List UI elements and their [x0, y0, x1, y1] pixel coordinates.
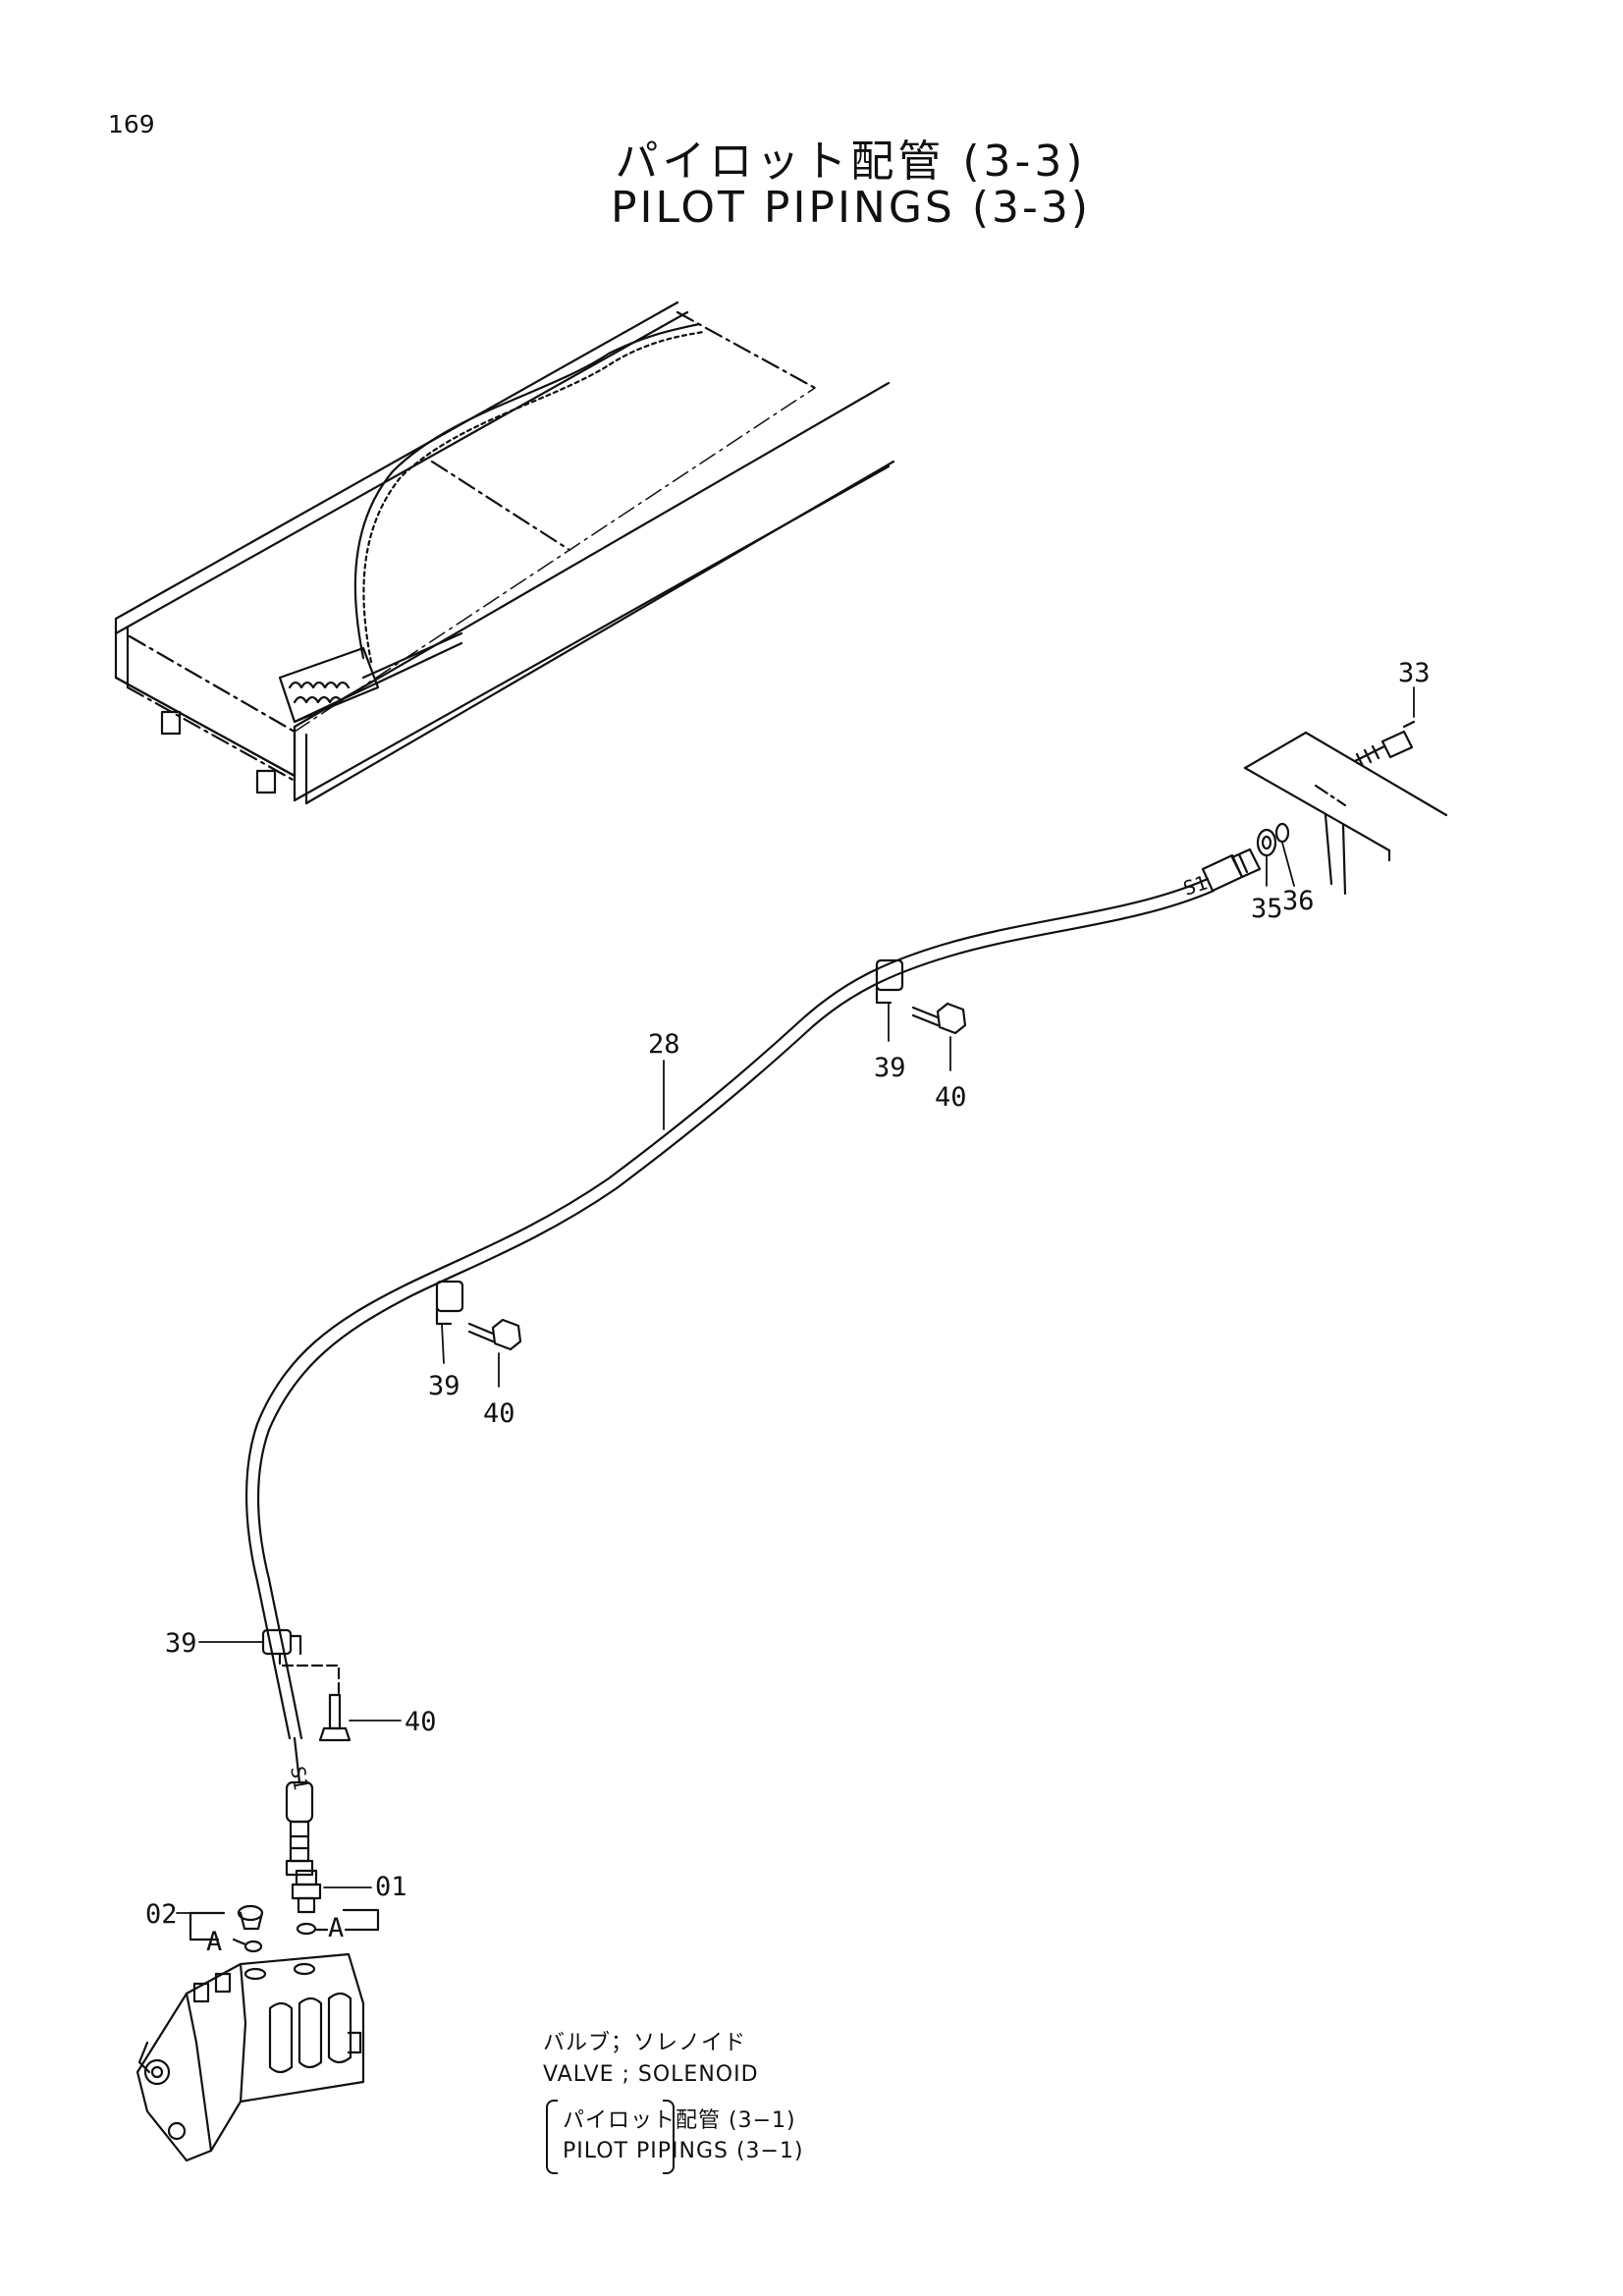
- callout-40-upper: 40: [935, 1082, 967, 1113]
- bolt-40-middle: [467, 1318, 522, 1351]
- clamp-39-middle: [435, 1280, 464, 1326]
- adapter-01: [291, 1869, 322, 1936]
- note-pilot-pipings-en: PILOT PIPINGS (3−1): [563, 2139, 804, 2163]
- title-japanese: パイロット配管 (3-3): [615, 137, 1087, 187]
- bolt-40-lower: [318, 1693, 352, 1742]
- callout-39-upper: 39: [874, 1053, 906, 1083]
- callout-01: 01: [375, 1872, 407, 1902]
- nut-35: [1256, 828, 1277, 857]
- note-valve-solenoid-en: VALVE ; SOLENOID: [543, 2062, 759, 2087]
- pilot-hose-28: [244, 877, 1216, 1740]
- note-valve-solenoid-jp: バルブ；ソレノイド: [543, 2031, 747, 2055]
- note-bracket-left: [546, 2100, 558, 2174]
- hose-end-label-s1-bottom: S1: [286, 1765, 313, 1792]
- clamp-39-upper: [875, 958, 904, 1005]
- callout-40-lower: 40: [405, 1707, 437, 1737]
- plug-02: [237, 1904, 264, 1953]
- callout-39-middle: 39: [428, 1371, 460, 1401]
- callout-36: 36: [1282, 886, 1315, 916]
- detail-a-brackets: [189, 1908, 380, 1946]
- boom-frame: [114, 301, 895, 805]
- fitting-33: [1353, 720, 1416, 768]
- note-bracket-right: [663, 2100, 675, 2174]
- callout-35: 35: [1251, 894, 1283, 924]
- bolt-40-upper: [911, 1002, 967, 1035]
- detail-marker-a-left: A: [206, 1927, 222, 1957]
- callout-33: 33: [1398, 658, 1431, 688]
- callout-28: 28: [648, 1029, 680, 1060]
- detail-marker-a-right: A: [328, 1913, 344, 1943]
- callout-02: 02: [145, 1899, 178, 1930]
- solenoid-valve: [135, 1952, 365, 2162]
- mounting-plate: [1243, 731, 1448, 896]
- callout-39-lower: 39: [165, 1628, 197, 1659]
- hose-end-fitting-top: [1201, 847, 1262, 893]
- title-english: PILOT PIPINGS (3-3): [610, 183, 1092, 233]
- hose-end-fitting-bottom: [285, 1736, 314, 1877]
- callout-40-middle: 40: [483, 1398, 515, 1429]
- page-number: 169: [108, 110, 155, 138]
- leader-lines: [176, 686, 1415, 1914]
- note-pilot-pipings-jp: パイロット配管 (3−1): [563, 2108, 796, 2133]
- o-ring-36: [1274, 822, 1290, 844]
